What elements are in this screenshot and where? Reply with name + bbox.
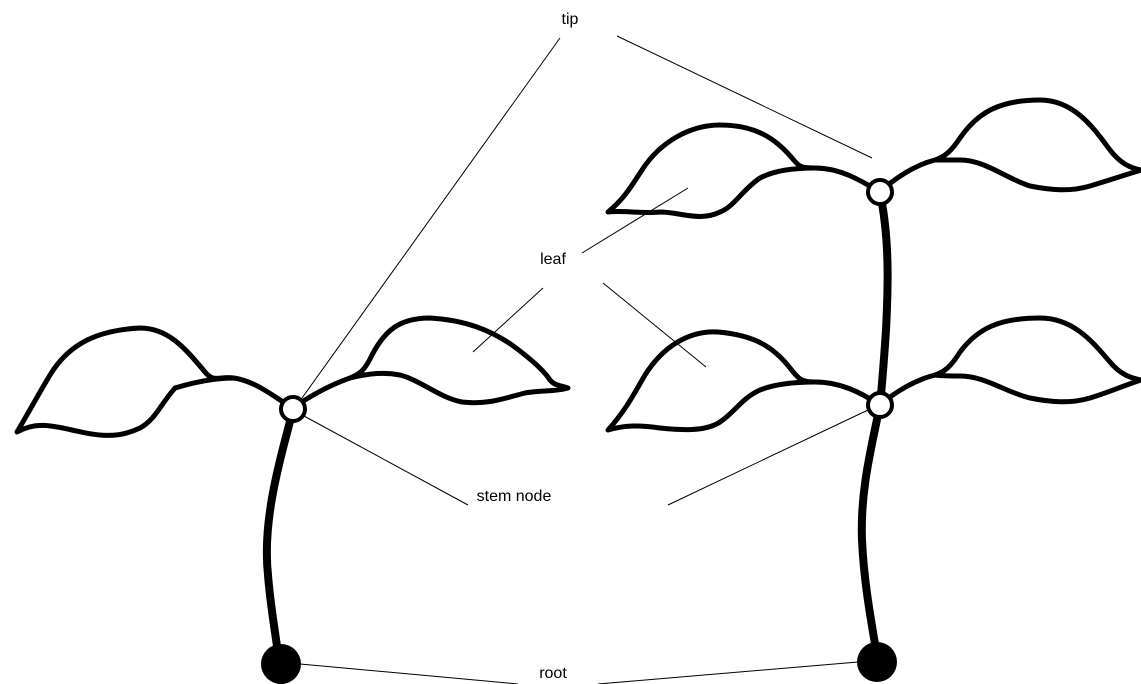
stem-node-label: stem node	[477, 488, 552, 505]
root-leader-right	[597, 661, 859, 684]
plant-left-leaf-right	[290, 315, 571, 411]
tip-label: tip	[562, 11, 579, 28]
plant-right	[605, 97, 1141, 682]
leader-lines	[299, 35, 873, 684]
plant-left-root	[261, 644, 301, 684]
plant-left-stem-node	[279, 395, 307, 423]
plant-right-stem-node-upper	[866, 178, 894, 206]
plant-right-stem-lower	[857, 401, 884, 666]
plant-left-stem	[262, 406, 297, 684]
leaf-leader-left	[472, 287, 544, 353]
stem-node-leader-right	[667, 409, 869, 506]
stem-node-leader-left	[303, 415, 469, 506]
labels: tip leaf stem node root	[477, 11, 579, 682]
plant-left	[14, 315, 571, 684]
root-leader-left	[299, 663, 519, 684]
plant-right-stem-node-lower	[866, 391, 894, 419]
plant-right-lower-leaf-right	[877, 315, 1141, 408]
tip-leader-right	[616, 35, 873, 159]
root-label: root	[539, 665, 567, 682]
plant-right-lower-leaf-left	[605, 329, 883, 433]
leaf-leader-right	[602, 282, 707, 368]
tip-leader-left	[301, 37, 561, 399]
plant-left-leaf-left	[14, 325, 296, 438]
plant-right-upper-leaf-right	[877, 97, 1141, 195]
plant-right-root	[857, 642, 897, 682]
plant-right-stem-upper	[876, 189, 892, 409]
leaf-label: leaf	[540, 251, 566, 268]
plant-right-upper-leaf-left	[605, 122, 883, 219]
leaf-leader-upper	[581, 187, 689, 254]
